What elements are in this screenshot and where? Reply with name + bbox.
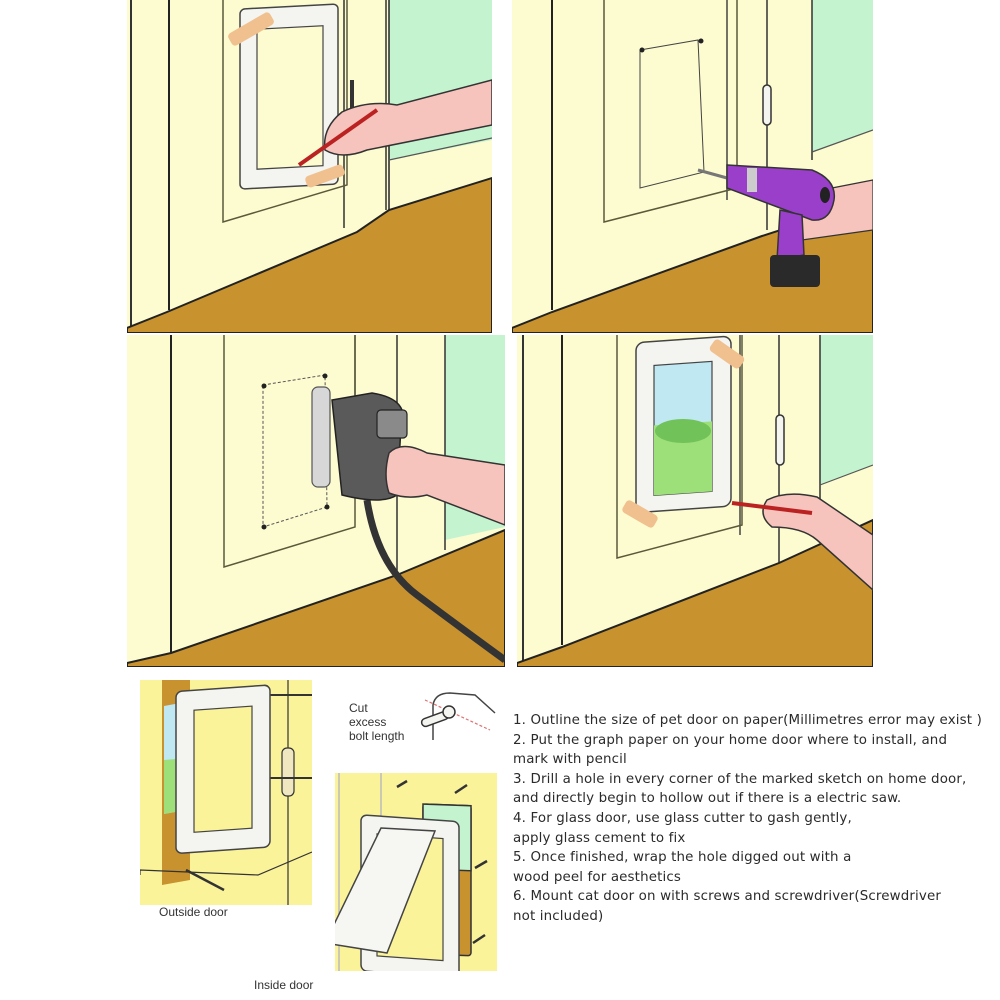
bolt-cut-icon [415, 685, 500, 745]
instruction-line: 3. Drill a hole in every corner of the m… [513, 771, 967, 787]
instruction-line: wood peel for aesthetics [513, 869, 682, 885]
diagram-inside-door [335, 773, 497, 971]
illustration-step-saw-cutout [127, 335, 505, 667]
instruction-line: 5. Once finished, wrap the hole digged o… [513, 850, 852, 866]
cut-bolt-label-line: excess [349, 715, 387, 729]
installation-instructions: 1. Outline the size of pet door on paper… [513, 711, 993, 927]
inside-door-label: Inside door [254, 978, 314, 992]
cut-bolt-label: Cut excess bolt length [349, 701, 404, 743]
instruction-line: 1. Outline the size of pet door on paper… [513, 713, 982, 728]
illustration-step-fit-frame [517, 335, 873, 667]
illustration-step-drill-corners [512, 0, 873, 333]
illustration-step-mark-outline [127, 0, 492, 333]
instruction-line: mark with pencil [513, 752, 627, 768]
outside-door-label: Outside door [159, 905, 228, 919]
cut-bolt-label-line: bolt length [349, 729, 405, 743]
instruction-line: 6. Mount cat door on with screws and scr… [513, 889, 942, 905]
cut-bolt-label-line: Cut [349, 701, 368, 715]
diagram-outside-door [140, 680, 312, 905]
instruction-line: and directly begin to hollow out if ther… [513, 791, 902, 807]
instruction-line: apply glass cement to fix [513, 830, 686, 846]
instruction-line: 2. Put the graph paper on your home door… [513, 732, 948, 748]
instruction-line: not included) [513, 908, 604, 924]
instruction-line: 4. For glass door, use glass cutter to g… [513, 810, 852, 826]
